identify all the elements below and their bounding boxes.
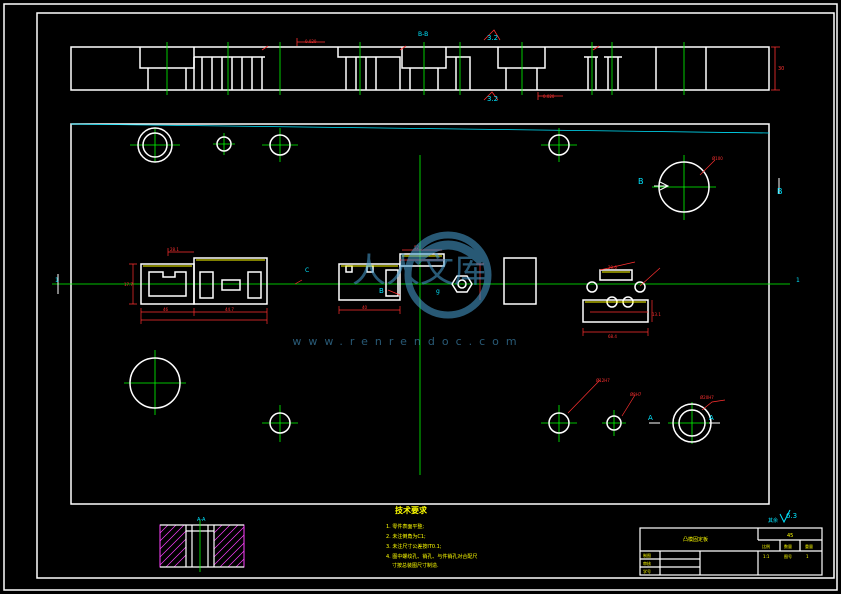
screw-hole-bottom-2	[548, 412, 570, 434]
tb-row-1: 图号	[784, 553, 792, 559]
opening-left-2	[193, 257, 268, 305]
roughness-general: 6.3	[786, 512, 797, 520]
plan-holes	[129, 127, 712, 443]
watermark: 人人文库 www.renrendoc.com	[292, 231, 523, 348]
section-label-bb: B-B	[418, 31, 428, 38]
dim-w-left-3: 44.7	[225, 307, 234, 312]
top-view-centerlines	[166, 42, 685, 95]
label-b: B	[379, 287, 384, 295]
tech-item-3: 3. 未注尺寸公差按IT0.1;	[386, 543, 442, 550]
opening-right	[582, 299, 649, 323]
dim-pin-hole-2: Ø8H7	[630, 392, 642, 397]
opening-mid	[338, 263, 401, 301]
height-dim: 30	[778, 66, 784, 72]
tb-scale: 1:1	[763, 554, 770, 559]
tb-material: 45	[787, 533, 793, 539]
dim-pin-hole-3: Ø20H7	[700, 395, 714, 400]
small-hole-bottom	[606, 415, 622, 431]
arrow-b-left: B	[638, 177, 644, 186]
roughness-general-symbol	[779, 509, 791, 524]
roughness-general-label: 其余	[768, 517, 778, 524]
roughness-top-2: 3.2	[487, 95, 498, 103]
title-block	[639, 527, 823, 576]
tech-item-4: 4. 图中螺纹孔、销孔、与件销孔对合配尺	[386, 553, 477, 560]
tech-item-5: 寸按总装图尺寸制造.	[392, 562, 439, 569]
tb-row-2: 1	[806, 554, 809, 559]
opening-hex	[451, 275, 473, 293]
dim-w-mid-1: 40	[362, 305, 368, 310]
arrow-a-right: A	[709, 414, 714, 422]
tolerance-top-1: 0.020	[305, 39, 317, 44]
plan-top-edge-ref	[70, 123, 770, 134]
big-hole-right	[658, 161, 710, 213]
big-hole-left	[129, 357, 181, 409]
dim-big-circle: Ø100	[712, 156, 723, 161]
tb-label-2: 审核	[643, 560, 651, 566]
ring-hole-bottom-inner	[678, 409, 706, 437]
plan-dims	[129, 159, 726, 417]
arrow-b-right: B	[777, 187, 783, 196]
screw-hole-top-1	[269, 134, 291, 156]
dim-h-right: 13.1	[652, 312, 661, 317]
tb-label-1: 制图	[643, 552, 651, 558]
label-g: g	[436, 288, 440, 295]
dowel-hole-top-left-inner	[142, 132, 168, 158]
top-view-dims	[261, 29, 780, 101]
label-c: C	[305, 267, 309, 274]
tb-col-2: 数量	[784, 543, 792, 549]
screw-hole-top-2	[548, 134, 570, 156]
arrow-a-left: A	[648, 414, 653, 422]
roughness-top-1: 3.2	[487, 34, 498, 42]
section-a-a	[159, 520, 245, 572]
view-markers	[57, 178, 780, 424]
tech-item-2: 2. 未注倒角为C1;	[386, 533, 426, 540]
axis-right: 1	[796, 277, 800, 284]
opening-rect	[503, 257, 537, 305]
top-view	[70, 46, 770, 91]
tech-title: 技术要求	[395, 505, 428, 515]
svg-text:人人文库: 人人文库	[352, 251, 488, 291]
tb-col-3: 重量	[805, 543, 813, 549]
tb-label-3: 学号	[643, 568, 651, 574]
outer-border	[3, 3, 838, 591]
svg-text:www.renrendoc.com: www.renrendoc.com	[292, 335, 523, 348]
dim-w-left-2: 46	[163, 307, 169, 312]
dim-pin-hole-1: Ø12H7	[596, 378, 610, 383]
tech-item-1: 1. 零件表面平整;	[386, 523, 424, 530]
dim-h-left: 17.7	[124, 282, 133, 287]
screw-hole-bottom-1	[269, 412, 291, 434]
dim-w-right-2: 68.4	[608, 334, 617, 339]
axis-left: 1	[55, 277, 59, 284]
tb-col-1: 比例	[762, 543, 770, 549]
dowel-hole-top-left	[137, 127, 173, 163]
tolerance-top-2: 0.020	[543, 94, 555, 99]
tb-part-name: 凸模固定板	[683, 536, 708, 543]
inner-border	[36, 12, 835, 579]
small-hole-top	[216, 136, 232, 152]
dim-w-right-1: 29.6	[608, 265, 617, 270]
section-label-aa: A-A	[197, 517, 206, 523]
plan-view	[70, 123, 770, 505]
dim-w-left-1: 28.1	[170, 247, 179, 252]
